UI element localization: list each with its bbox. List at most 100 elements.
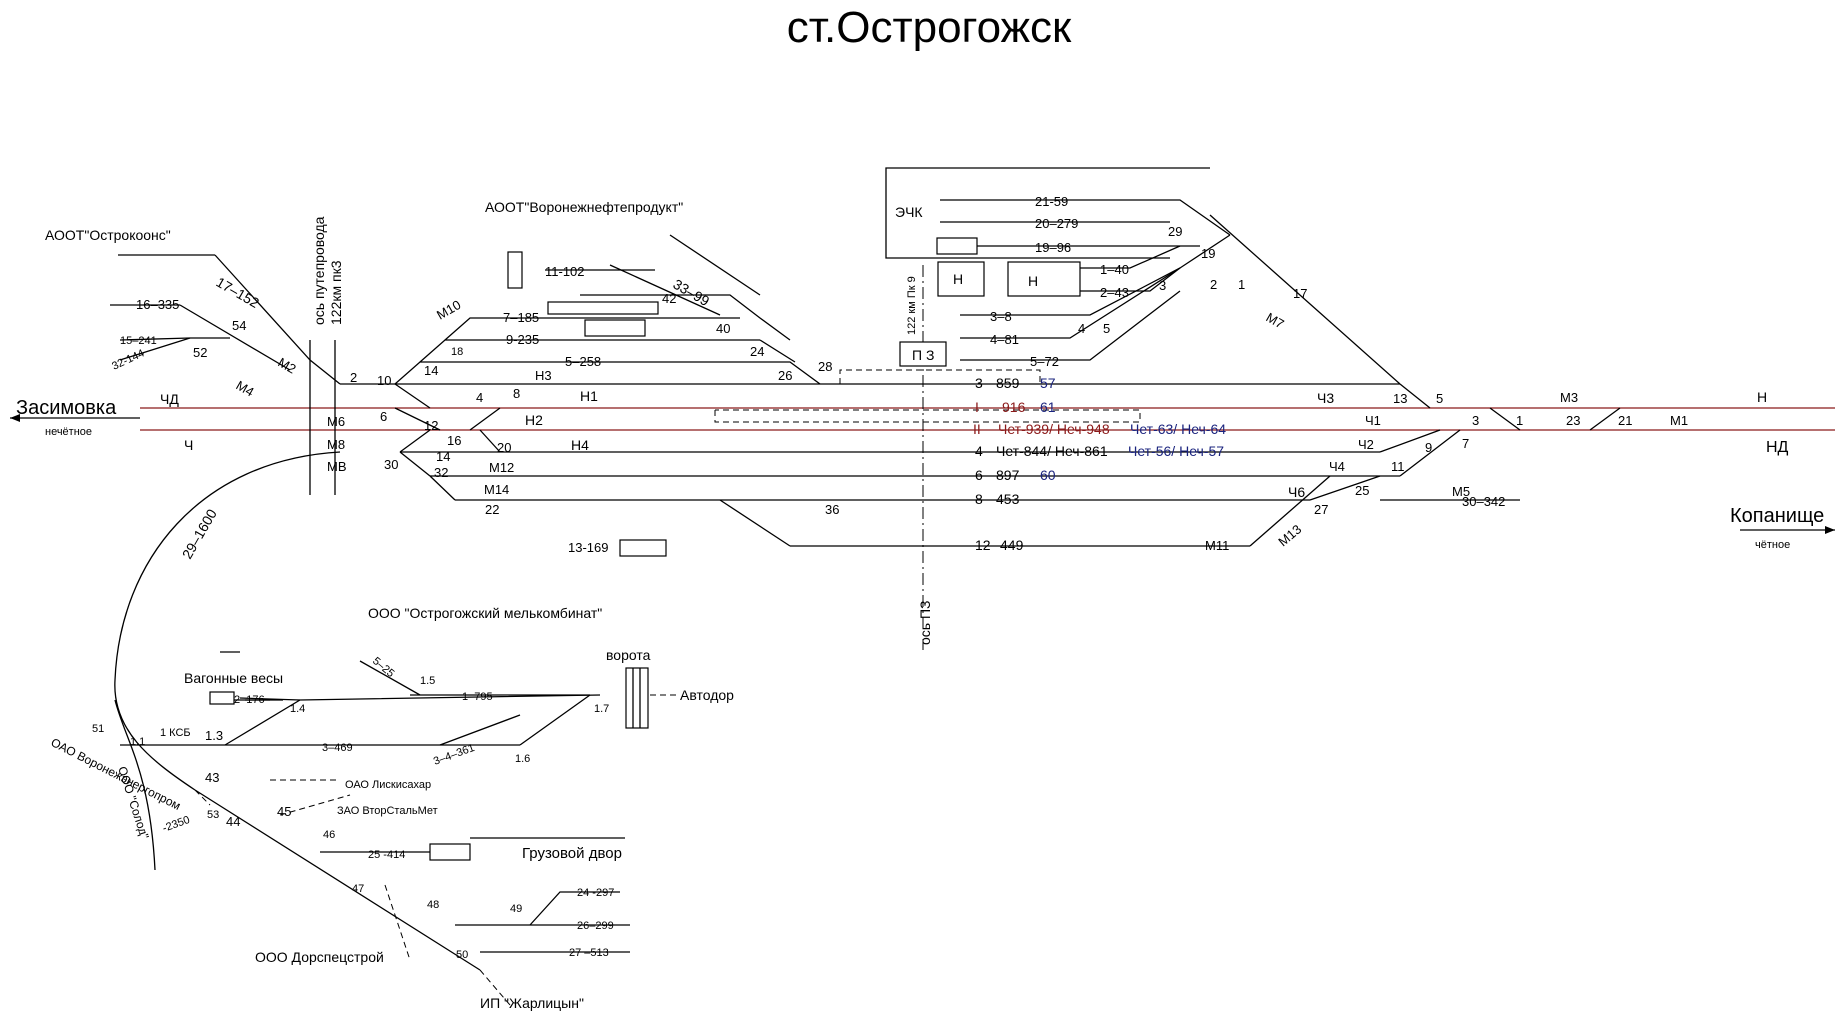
label-org-dorspec: ООО Дорспецстрой (255, 949, 384, 965)
label-sw-44: 44 (226, 814, 240, 829)
label-org-vtor: ЗАО ВторСтальМет (337, 805, 438, 817)
label-sw-23: 23 (1566, 413, 1580, 428)
label-org-vnp: АООТ"Воронежнефтепродукт" (485, 199, 683, 215)
label-sw-5r: 5 (1103, 321, 1110, 336)
label-sp-33-99: 33–99 (671, 276, 713, 309)
label-sw-25: 25 (1355, 483, 1369, 498)
label-sw-54: 54 (232, 318, 246, 333)
label-sp-19-96: 19–96 (1035, 240, 1071, 255)
pz-axis-bottom: ось ПЗ (917, 601, 933, 646)
label-sig-m1: М1 (1670, 413, 1688, 428)
label-sig-m13: М13 (1275, 522, 1304, 550)
label-sig-m12: М12 (489, 460, 514, 475)
label-sp-30-342: 30–342 (1462, 494, 1505, 509)
track-I-num: I (975, 399, 979, 415)
label-sw-42: 42 (662, 291, 676, 306)
label-sp-15-241: 15–241 (120, 335, 157, 347)
label-sw-20: 20 (497, 440, 511, 455)
label-sw-1-5: 1.5 (420, 675, 435, 687)
label-sw-11: 11 (1391, 459, 1405, 474)
track-3-spec: 859 (996, 375, 1020, 391)
label-sig-m6: М6 (327, 414, 345, 429)
track-6-extra: 60 (1040, 467, 1056, 483)
label-sp-13-169: 13-169 (568, 540, 608, 555)
track-II-num: II (973, 421, 981, 437)
label-sw-6: 6 (380, 409, 387, 424)
label-sig-ch3: Ч3 (1317, 390, 1334, 406)
label-sig-ch: Ч (184, 437, 193, 453)
label-sw-4: 4 (476, 390, 483, 405)
buildings (209, 167, 1210, 861)
label-org-zharl: ИП "Жарлицын" (480, 995, 584, 1011)
label-org-melk: ООО "Острогожский мелькомбинат" (368, 605, 602, 621)
label-sw-45: 45 (277, 804, 291, 819)
label-sig-n: Н (1757, 389, 1767, 405)
label-sw-7: 7 (1462, 436, 1469, 451)
label-sig-m14: М14 (484, 482, 509, 497)
label-sw-12: 12 (424, 418, 438, 433)
label-sp-1-40: 1–40 (1100, 262, 1129, 277)
label-sp-5-72: 5–72 (1030, 354, 1059, 369)
label-sig-m4: М4 (234, 378, 257, 400)
label-sw-3b: 3 (1472, 413, 1479, 428)
label-avtodor: Автодор (680, 687, 734, 703)
label-sp-5-258: 5–258 (565, 354, 601, 369)
label-sw-1-3: 1.3 (205, 728, 223, 743)
label-sw-48: 48 (427, 899, 439, 911)
label-sw-29: 29 (1168, 224, 1182, 239)
label-org-ostrokons: АООТ"Острокоонс" (45, 227, 171, 243)
label-sp-3-8: 3–8 (990, 309, 1012, 324)
label-sp-5-25: 5–25 (370, 655, 396, 680)
label-sig-chd: ЧД (160, 391, 179, 407)
label-sw-21: 21 (1618, 413, 1632, 428)
label-sp-2-43: 2–43 (1100, 285, 1129, 300)
label-sig-m11: М11 (1205, 538, 1229, 553)
label-sig-n3: Н3 (535, 368, 552, 383)
label-sw-28: 28 (818, 359, 832, 374)
label-sw-1-7: 1.7 (594, 703, 609, 715)
label-sp-21-59: 21-59 (1035, 194, 1068, 209)
label-sig-m7: М7 (1264, 310, 1287, 332)
pz-axis-top: 122 км Пк 9 (906, 276, 918, 335)
label-sw-1-6: 1.6 (515, 753, 530, 765)
track-3-extra: 57 (1040, 375, 1056, 391)
overpass-axis-line2: 122км пк3 (328, 260, 344, 325)
label-sw-40: 40 (716, 321, 730, 336)
label-sw-8: 8 (513, 386, 520, 401)
label-sw-47: 47 (352, 883, 364, 895)
label-sp-27-513: 27 –513 (569, 947, 609, 959)
label-sw-49: 49 (510, 903, 522, 915)
label-sig-n2: Н2 (525, 412, 543, 428)
track-3-num: 3 (975, 375, 983, 391)
label-sp-16-335: 16–335 (136, 297, 179, 312)
label-sp-29-1600: 29–1600 (179, 506, 220, 561)
service-lines (194, 265, 1141, 1006)
label-sw-18: 18 (451, 346, 463, 358)
label-sp-7-185: 7–185 (503, 310, 539, 325)
label-sp-26-299: 26–299 (577, 920, 614, 932)
label-sw-51: 51 (92, 723, 104, 735)
label-sig-ch2: Ч2 (1358, 437, 1374, 452)
label-sw-10: 10 (377, 373, 391, 388)
track-4-spec: Чет-844/ Неч-861 (996, 443, 1108, 459)
track-12-num: 12 (975, 537, 991, 553)
label-sp-20-279: 20–279 (1035, 216, 1078, 231)
label-sp-1-795: 1–795 (462, 691, 493, 703)
label-sw-27: 27 (1314, 502, 1328, 517)
label-sw-30: 30 (384, 457, 398, 472)
label-sig-m5: М5 (1452, 484, 1470, 499)
direction-right-sub: чётное (1755, 539, 1790, 551)
label-sw-22: 22 (485, 502, 499, 517)
label-sig-m3: М3 (1560, 390, 1578, 405)
label-sw-52: 52 (193, 345, 207, 360)
direction-left-sub: нечётное (45, 426, 92, 438)
n2-label: Н (1028, 273, 1038, 289)
label-sig-n1: Н1 (580, 388, 598, 404)
label-sw-9: 9 (1425, 440, 1432, 455)
label-sw-46: 46 (323, 829, 335, 841)
track-I-spec: 916 (1002, 399, 1026, 415)
label-sw-26: 26 (778, 368, 792, 383)
label-sp-3-469: 3–469 (322, 742, 353, 754)
track-II-spec: Чет-939/ Неч-948 (998, 421, 1110, 437)
